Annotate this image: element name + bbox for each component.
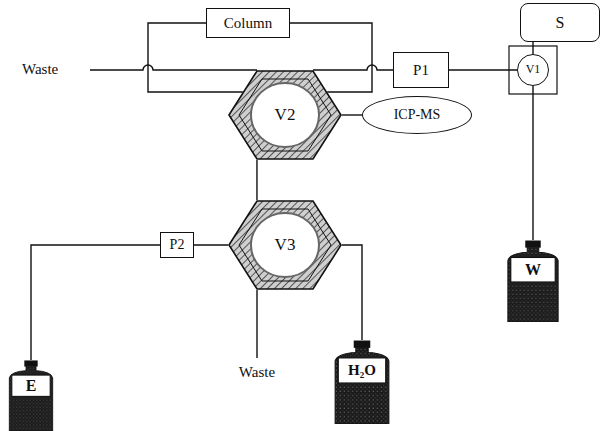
process-box: Column [206, 8, 290, 38]
process-box: P2 [160, 232, 194, 258]
text-holder: V3 [228, 200, 342, 290]
text-holder: ICP-MS [363, 97, 471, 133]
node-label: V1 [526, 63, 541, 76]
tubing-line [342, 245, 362, 340]
tubing-line [194, 244, 228, 245]
node-label: S [556, 14, 565, 32]
switching-valve: V2 [228, 70, 342, 160]
tubing-line [342, 114, 362, 115]
bottle-shape [504, 240, 562, 322]
node-label: H₂O [348, 362, 376, 379]
node-label: P2 [170, 237, 185, 252]
waste-line [256, 290, 257, 358]
waste-line [90, 65, 257, 70]
text-holder: Column [207, 9, 289, 37]
tubing-line [449, 69, 517, 70]
node-label: W [525, 261, 541, 279]
tubing-line [313, 65, 393, 70]
tubing-line [532, 42, 533, 54]
node-label: Column [224, 15, 272, 32]
sample-box: S [520, 3, 600, 42]
switching-valve: V3 [228, 200, 342, 290]
waste-label: Waste [22, 61, 58, 78]
node-label: ICP-MS [394, 107, 441, 122]
detector-ellipse: ICP-MS [362, 96, 472, 134]
text-holder: P2 [161, 233, 193, 257]
reagent-bottle: E [6, 360, 56, 431]
bottle-shape [331, 340, 393, 424]
text-holder: V2 [228, 70, 342, 160]
node-label: E [26, 377, 37, 395]
text-holder: W [504, 257, 562, 282]
text-holder: E [6, 375, 56, 396]
reagent-bottle: H₂O [331, 340, 393, 424]
waste-label: Waste [239, 364, 275, 381]
text-holder: H₂O [331, 358, 393, 383]
text-holder: P1 [394, 53, 448, 87]
reagent-bottle: W [504, 240, 562, 322]
tubing-line [532, 86, 533, 240]
node-label: V2 [275, 106, 296, 125]
tubing-line [256, 160, 257, 200]
tubing-line [31, 245, 160, 360]
text-holder: S [521, 4, 599, 41]
bottle-shape [6, 360, 56, 431]
node-label: P1 [413, 62, 429, 79]
valve-frame [509, 46, 557, 94]
text-holder: V1 [518, 55, 548, 85]
valve-circle: V1 [517, 54, 549, 86]
node-label: V3 [275, 236, 296, 255]
process-box: P1 [393, 52, 449, 88]
